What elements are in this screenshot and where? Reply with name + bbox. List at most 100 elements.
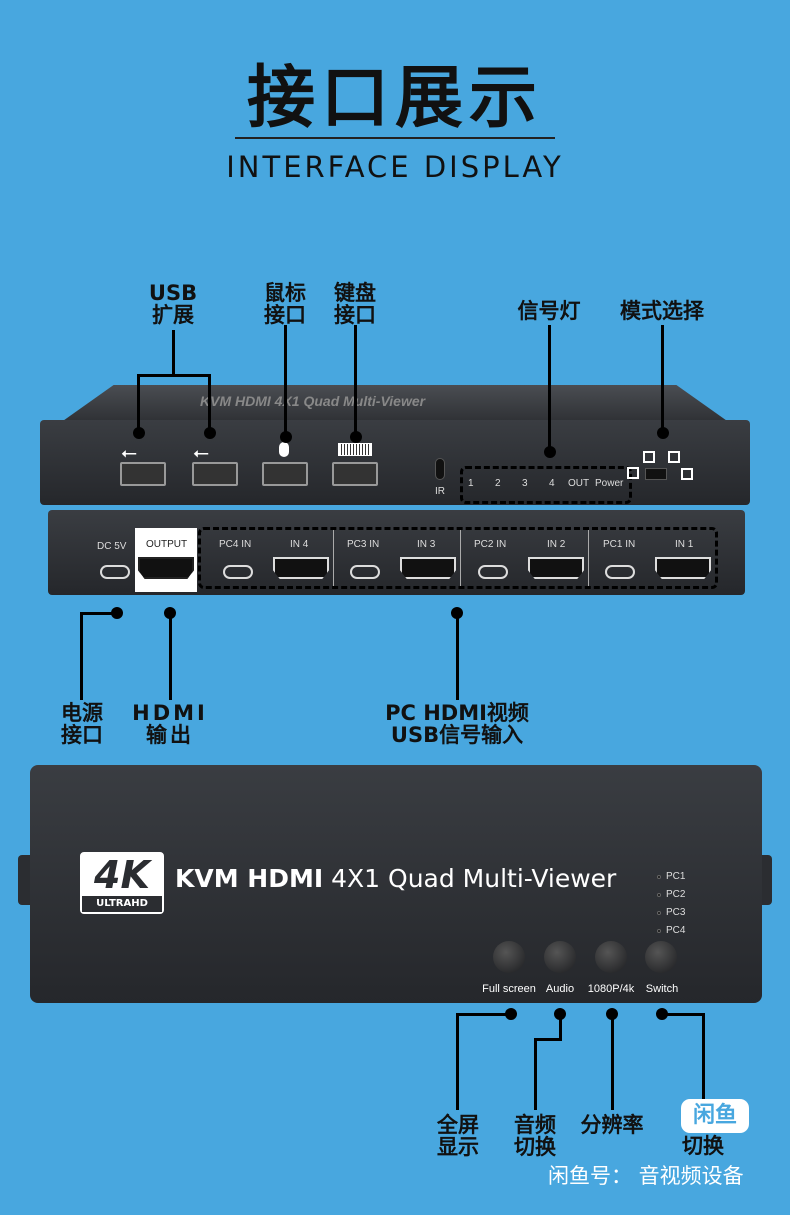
hdmi-in2-port	[528, 557, 584, 579]
logo-4k: 4K	[94, 853, 150, 897]
connector-line	[172, 330, 175, 375]
led-dot	[657, 911, 661, 915]
watermark-text: 闲鱼号： 音视频设备	[548, 1164, 744, 1188]
in2-label: IN 2	[547, 539, 566, 550]
hdmi-in1-port	[655, 557, 711, 579]
marker-dot	[204, 427, 216, 439]
layout-quad-icon	[627, 467, 639, 479]
pc1-in-label: PC1 IN	[603, 539, 636, 550]
audio-button[interactable]	[544, 941, 576, 973]
marker-dot	[544, 446, 556, 458]
connector-line	[662, 1013, 704, 1016]
full-screen-label: Full screen	[482, 983, 536, 995]
connector-line	[208, 374, 211, 431]
hdmi-output-port	[138, 557, 194, 579]
switch-label: Switch	[645, 983, 679, 995]
connector-line	[456, 1013, 459, 1110]
logo-ultrahd: ULTRAHD	[82, 896, 162, 912]
usb-icon: ⭠	[193, 440, 209, 464]
label-keyboard: 键盘 接口	[334, 281, 376, 327]
signal-leds: 1 2 3 4 OUT Power	[468, 478, 623, 489]
divider	[460, 530, 461, 586]
pc3-usb-port	[350, 565, 380, 579]
signal-led-group	[460, 466, 632, 504]
resolution-label: 1080P/4k	[587, 983, 635, 995]
connector-line	[534, 1038, 562, 1041]
connector-line	[661, 325, 664, 433]
marker-dot	[657, 427, 669, 439]
connector-line	[80, 612, 83, 700]
connector-line	[559, 1014, 562, 1040]
usb-port-1	[120, 462, 166, 486]
marker-dot	[280, 431, 292, 443]
led-2: 2	[495, 478, 501, 489]
mouse-port	[262, 462, 308, 486]
led-dot	[657, 893, 661, 897]
mouse-icon	[279, 442, 289, 457]
marker-dot	[350, 431, 362, 443]
resolution-button[interactable]	[595, 941, 627, 973]
connector-line	[456, 613, 459, 700]
label-power: 电源 接口	[61, 701, 103, 747]
label-signal: 信号灯	[517, 299, 581, 323]
label-usb: USB 扩展	[148, 281, 198, 327]
usb-icon: ⭠	[121, 440, 137, 464]
pc2-usb-port	[478, 565, 508, 579]
in4-label: IN 4	[290, 539, 309, 550]
led-dot	[657, 875, 661, 879]
ir-label: IR	[435, 486, 445, 497]
led-out: OUT	[568, 478, 590, 489]
connector-line	[702, 1013, 705, 1100]
brand-bold: KVM HDMI	[175, 864, 324, 893]
marker-dot	[111, 607, 123, 619]
brand-rest: 4X1 Quad Multi-Viewer	[331, 864, 617, 893]
full-screen-button[interactable]	[493, 941, 525, 973]
pc4-usb-port	[223, 565, 253, 579]
connector-line	[80, 612, 117, 615]
pc4-in-label: PC4 IN	[219, 539, 252, 550]
label-switch: 切换	[682, 1134, 724, 1158]
mode-switch[interactable]	[645, 468, 667, 480]
led-pc4: PC4	[666, 925, 686, 936]
pc1-usb-port	[605, 565, 635, 579]
page-subtitle: INTERFACE DISPLAY	[226, 150, 564, 184]
connector-line	[169, 613, 172, 700]
layout-split-icon	[681, 468, 693, 480]
label-mode: 模式选择	[620, 299, 704, 323]
marker-dot	[133, 427, 145, 439]
in3-label: IN 3	[417, 539, 436, 550]
connector-line	[534, 1038, 537, 1110]
connector-line	[354, 325, 357, 437]
label-pc-in: PC HDMI视频 USB信号输入	[385, 701, 529, 747]
connector-line	[611, 1014, 614, 1110]
led-3: 3	[522, 478, 528, 489]
dc5v-label: DC 5V	[97, 541, 127, 552]
led-pc3: PC3	[666, 907, 686, 918]
led-power: Power	[595, 478, 624, 489]
connector-line	[456, 1013, 511, 1016]
connector-line	[137, 374, 211, 377]
label-resolution: 分辨率	[580, 1113, 644, 1137]
front-leds: PC1 PC2 PC3 PC4	[657, 868, 685, 940]
layout-pip-icon	[643, 451, 655, 463]
connector-line	[548, 325, 551, 452]
top-brand-text: KVM HDMI 4X1 Quad Multi-Viewer	[200, 393, 426, 409]
audio-label: Audio	[545, 983, 575, 995]
divider	[588, 530, 589, 586]
marker-dot	[505, 1008, 517, 1020]
in1-label: IN 1	[675, 539, 694, 550]
switch-button[interactable]	[645, 941, 677, 973]
led-dot	[657, 929, 661, 933]
connector-line	[137, 374, 140, 431]
keyboard-icon	[338, 443, 372, 456]
divider	[333, 530, 334, 586]
ir-sensor	[435, 458, 445, 480]
input-port-group	[198, 527, 718, 589]
label-mouse: 鼠标 接口	[264, 281, 306, 327]
hdmi-in4-port	[273, 557, 329, 579]
watermark-badge: 闲鱼	[681, 1099, 749, 1133]
led-pc1: PC1	[666, 871, 686, 882]
dc5v-port	[100, 565, 130, 579]
pc2-in-label: PC2 IN	[474, 539, 507, 550]
hdmi-in3-port	[400, 557, 456, 579]
